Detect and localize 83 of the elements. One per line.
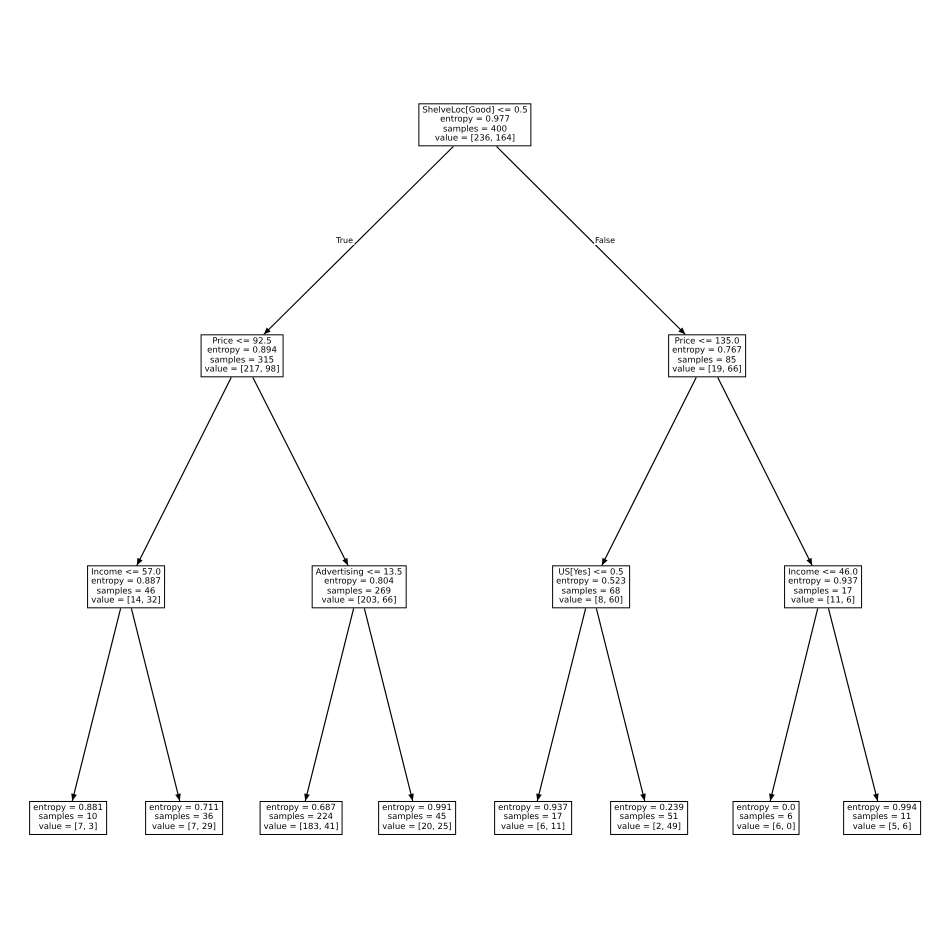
node-text: value = [217, 98] [204, 365, 280, 375]
node-text: samples = 36 [154, 813, 214, 822]
node-text: value = [236, 164] [434, 134, 516, 144]
arrow [717, 377, 813, 566]
node-text: entropy = 0.767 [672, 346, 742, 356]
arrow [601, 377, 697, 566]
node-text: entropy = 0.937 [498, 804, 568, 813]
tree-node-box [312, 565, 406, 609]
tree-node-box [732, 800, 800, 836]
node-text: US[Yes] <= 0.5 [558, 568, 624, 578]
arrow [596, 608, 646, 802]
node-text: samples = 46 [96, 587, 156, 596]
edge-label: True [335, 236, 354, 244]
node-text: samples = 269 [326, 587, 392, 596]
node-text: entropy = 0.239 [614, 804, 684, 813]
node-text: samples = 315 [210, 356, 274, 365]
node-text: Income <= 57.0 [91, 568, 161, 578]
arrow [364, 608, 414, 802]
node-text: value = [14, 32] [91, 596, 161, 606]
node-text: value = [11, 6] [791, 596, 855, 606]
tree-node-box [784, 565, 862, 609]
node-text: entropy = 0.937 [788, 578, 858, 587]
node-text: value = [6, 0] [736, 822, 796, 832]
node-text: samples = 400 [442, 125, 508, 134]
node-text: value = [8, 60] [558, 596, 623, 606]
arrow [130, 608, 181, 802]
tree-node-box [494, 800, 572, 836]
node-text: value = [7, 29] [152, 822, 216, 832]
node-text: value = [7, 3] [38, 822, 98, 832]
arrow [536, 608, 586, 802]
arrow [304, 608, 354, 802]
node-text: value = [183, 41] [264, 822, 338, 832]
node-text: samples = 17 [504, 813, 562, 822]
node-text: samples = 85 [678, 356, 736, 365]
node-text: entropy = 0.894 [207, 346, 277, 356]
node-text: value = [5, 6] [852, 822, 912, 832]
node-text: samples = 6 [739, 813, 793, 822]
tree-node-box [260, 800, 342, 836]
node-text: Advertising <= 13.5 [316, 568, 402, 578]
node-text: value = [20, 25] [382, 822, 452, 832]
node-text: samples = 224 [268, 813, 334, 822]
node-text: Price <= 135.0 [674, 337, 740, 346]
tree-node-box [378, 800, 456, 836]
node-text: samples = 45 [388, 813, 446, 822]
arrow [71, 608, 122, 802]
node-text: entropy = 0.711 [149, 804, 219, 813]
edge-label: False [594, 236, 616, 244]
tree-node-box [610, 800, 688, 836]
arrow [769, 608, 818, 802]
tree-node-box [145, 800, 223, 836]
arrow [252, 377, 349, 566]
tree-node-box [87, 565, 165, 609]
node-text: entropy = 0.523 [556, 578, 626, 587]
node-text: samples = 17 [794, 587, 852, 596]
node-text: samples = 51 [620, 813, 678, 822]
node-text: entropy = 0.977 [440, 116, 510, 125]
node-text: entropy = 0.804 [324, 578, 394, 587]
node-text: entropy = 0.0 [736, 804, 796, 813]
arrow [496, 146, 686, 335]
node-text: value = [2, 49] [616, 822, 681, 832]
arrow [828, 608, 879, 802]
arrow [136, 377, 232, 566]
tree-node-box [418, 103, 532, 147]
node-text: value = [203, 66] [322, 596, 396, 606]
node-text: samples = 11 [852, 813, 912, 822]
node-text: Income <= 46.0 [788, 568, 858, 578]
node-text: samples = 68 [562, 587, 620, 596]
node-text: value = [6, 11] [500, 822, 565, 832]
node-text: value = [19, 66] [672, 365, 742, 375]
node-text: entropy = 0.887 [91, 578, 161, 587]
node-text: ShelveLoc[Good] <= 0.5 [422, 106, 528, 116]
arrow [263, 146, 454, 335]
tree-node-box [29, 800, 107, 836]
node-text: Price <= 92.5 [212, 337, 272, 346]
tree-node-box [200, 334, 284, 378]
node-text: entropy = 0.881 [33, 804, 103, 813]
tree-node-box [552, 565, 630, 609]
node-text: entropy = 0.991 [382, 804, 452, 813]
tree-node-box [668, 334, 746, 378]
node-text: entropy = 0.687 [266, 804, 336, 813]
tree-node-box [843, 800, 921, 836]
node-text: samples = 10 [38, 813, 98, 822]
node-text: entropy = 0.994 [847, 804, 917, 813]
